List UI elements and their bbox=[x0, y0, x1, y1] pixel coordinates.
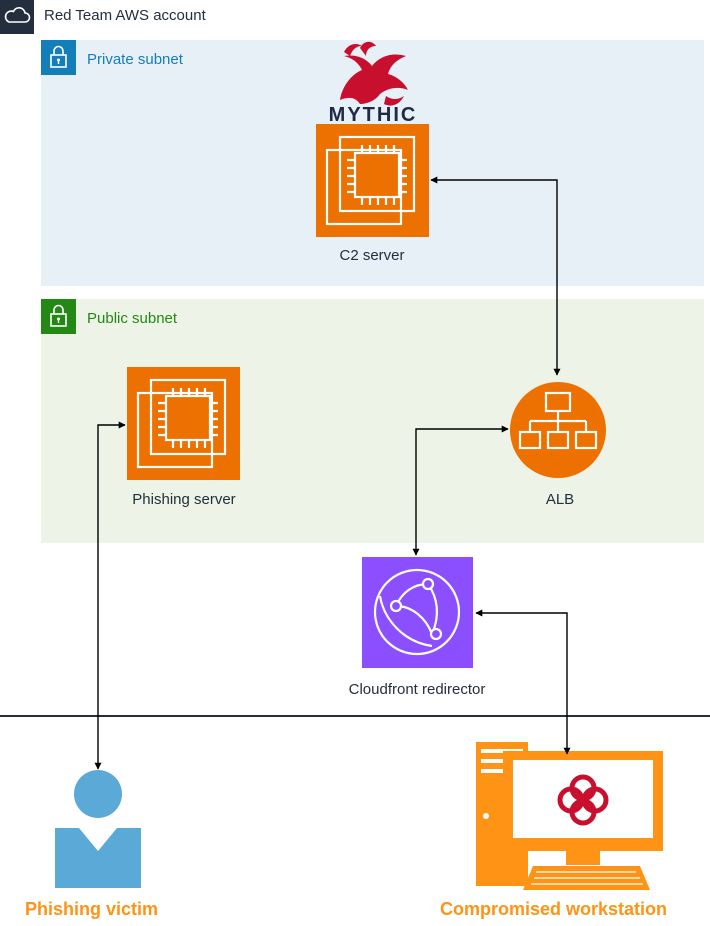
cloud-icon bbox=[0, 0, 34, 34]
phishing-victim-label: Phishing victim bbox=[25, 899, 159, 919]
lock-icon bbox=[41, 40, 76, 75]
cloudfront-icon bbox=[362, 557, 473, 668]
connector-c2-alb bbox=[430, 176, 561, 376]
account-label: Red Team AWS account bbox=[44, 7, 206, 24]
alb-label: ALB bbox=[545, 491, 575, 508]
load-balancer-icon bbox=[510, 382, 606, 478]
biohazard-icon bbox=[557, 774, 609, 826]
computer-biohazard-icon bbox=[476, 742, 663, 890]
private-subnet-label: Private subnet bbox=[87, 51, 183, 68]
public-subnet-label: Public subnet bbox=[87, 310, 178, 327]
workstation-label: Compromised workstation bbox=[440, 899, 668, 919]
ec2-chip-icon bbox=[127, 367, 240, 480]
connector-alb-cloudfront bbox=[412, 425, 509, 556]
ec2-chip-icon bbox=[316, 124, 429, 237]
lock-icon bbox=[41, 299, 76, 334]
mythic-logo-icon bbox=[340, 41, 408, 106]
user-icon bbox=[55, 770, 141, 888]
connector-cloudfront-workstation bbox=[475, 609, 571, 755]
cloudfront-label: Cloudfront redirector bbox=[348, 681, 486, 698]
mythic-logo-text: MYTHIC bbox=[329, 104, 418, 126]
connector-phishing-victim bbox=[94, 421, 126, 770]
divider bbox=[0, 715, 710, 717]
c2-server-label: C2 server bbox=[339, 247, 405, 264]
phishing-server-label: Phishing server bbox=[132, 491, 236, 508]
